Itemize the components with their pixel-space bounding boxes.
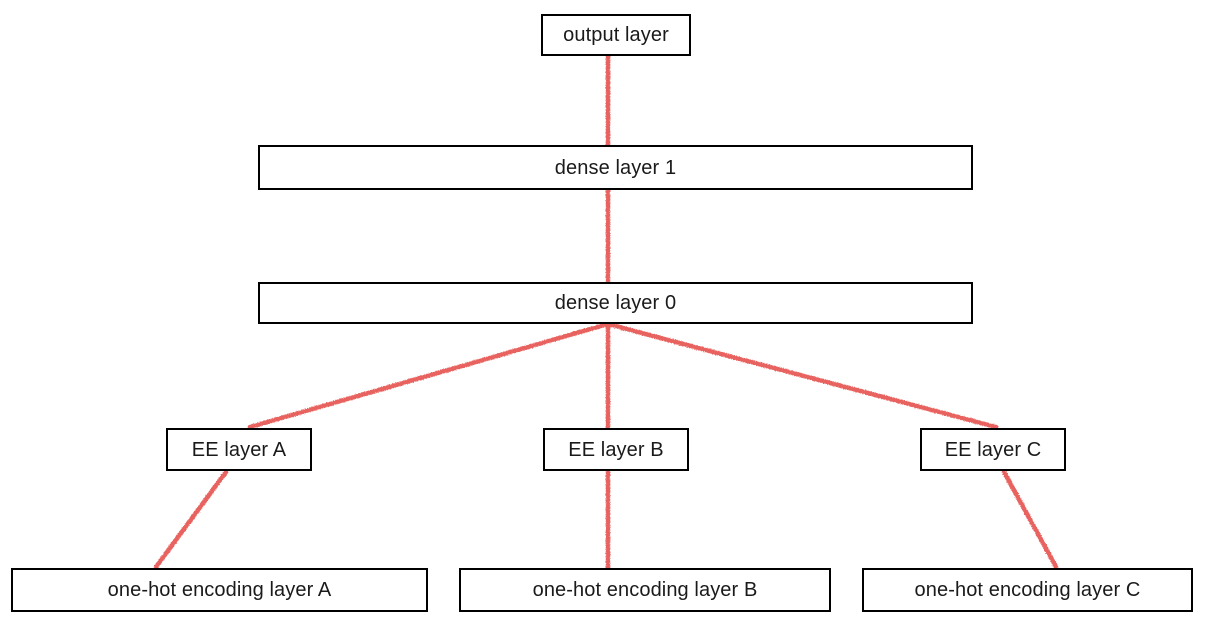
edge-ee-a-to-dense0 <box>247 321 611 430</box>
node-one-hot-encoding-layer-b[interactable]: one-hot encoding layer B <box>459 568 831 612</box>
node-one-hot-encoding-layer-a[interactable]: one-hot encoding layer A <box>11 568 428 612</box>
node-ee-layer-b[interactable]: EE layer B <box>543 428 689 471</box>
node-ee-layer-c[interactable]: EE layer C <box>920 428 1066 471</box>
node-output-layer[interactable]: output layer <box>541 14 691 56</box>
node-dense-layer-1[interactable]: dense layer 1 <box>258 145 973 190</box>
node-label-ee-layer-a: EE layer A <box>191 438 287 461</box>
node-label-output-layer: output layer <box>563 24 669 46</box>
node-label-dense-layer-1: dense layer 1 <box>554 156 677 179</box>
node-label-ee-layer-b: EE layer B <box>568 438 664 461</box>
node-label-one-hot-encoding-layer-b: one-hot encoding layer B <box>532 579 758 601</box>
edge-onehot-a-to-ee-a <box>153 469 229 570</box>
node-label-one-hot-encoding-layer-a: one-hot encoding layer A <box>107 579 332 601</box>
node-label-dense-layer-0: dense layer 0 <box>554 292 677 314</box>
node-label-ee-layer-c: EE layer C <box>944 438 1042 461</box>
node-label-one-hot-encoding-layer-c: one-hot encoding layer C <box>914 579 1141 601</box>
edge-onehot-c-to-ee-c <box>1001 469 1059 570</box>
node-ee-layer-a[interactable]: EE layer A <box>166 428 312 471</box>
edge-ee-c-to-dense0 <box>605 321 999 430</box>
node-dense-layer-0[interactable]: dense layer 0 <box>258 282 973 324</box>
node-one-hot-encoding-layer-c[interactable]: one-hot encoding layer C <box>862 568 1193 612</box>
